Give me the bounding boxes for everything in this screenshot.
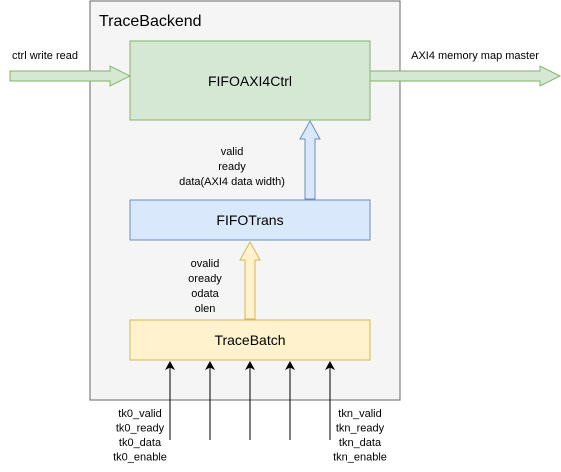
- trace-batch-label: TraceBatch: [214, 332, 285, 348]
- label-line: olen: [195, 303, 216, 315]
- output-arrow[interactable]: [369, 65, 561, 87]
- output-label: AXI4 memory map master: [411, 50, 539, 62]
- fifo-trans-label: FIFOTrans: [216, 212, 283, 228]
- label-line: tkn_valid: [338, 408, 381, 420]
- label-line: tk0_data: [119, 437, 162, 449]
- input-label: ctrl write read: [12, 50, 78, 62]
- label-line: tk0_enable: [113, 452, 167, 464]
- tk0-signals-label: tk0_valid tk0_ready tk0_data tk0_enable: [113, 408, 167, 464]
- label-line: oready: [188, 273, 222, 285]
- fifo-trans-block[interactable]: [129, 199, 371, 241]
- batch-to-trans-label: ovalid oready odata olen: [188, 258, 222, 315]
- trans-to-ctrl-label: valid ready data(AXI4 data width): [179, 146, 285, 188]
- batch-to-trans-arrow[interactable]: [239, 240, 261, 320]
- label-line: tk0_ready: [116, 423, 165, 435]
- fifo-axi4-ctrl-label: FIFOAXI4Ctrl: [208, 73, 292, 89]
- label-line: ready: [218, 161, 246, 173]
- trace-batch-block[interactable]: [129, 319, 371, 361]
- label-line: data(AXI4 data width): [179, 176, 285, 188]
- fifo-axi4-ctrl-block[interactable]: [129, 40, 371, 121]
- label-line: odata: [191, 288, 219, 300]
- label-line: ovalid: [191, 258, 220, 270]
- trace-backend-title: TraceBackend: [99, 13, 202, 30]
- label-line: tkn_ready: [336, 423, 385, 435]
- trans-to-ctrl-arrow[interactable]: [299, 119, 321, 200]
- label-line: valid: [221, 146, 244, 158]
- label-line: tk0_valid: [118, 408, 161, 420]
- label-line: tkn_enable: [333, 452, 387, 464]
- tkn-signals-label: tkn_valid tkn_ready tkn_data tkn_enable: [333, 408, 387, 464]
- input-arrow[interactable]: [9, 65, 132, 87]
- label-line: tkn_data: [339, 437, 382, 449]
